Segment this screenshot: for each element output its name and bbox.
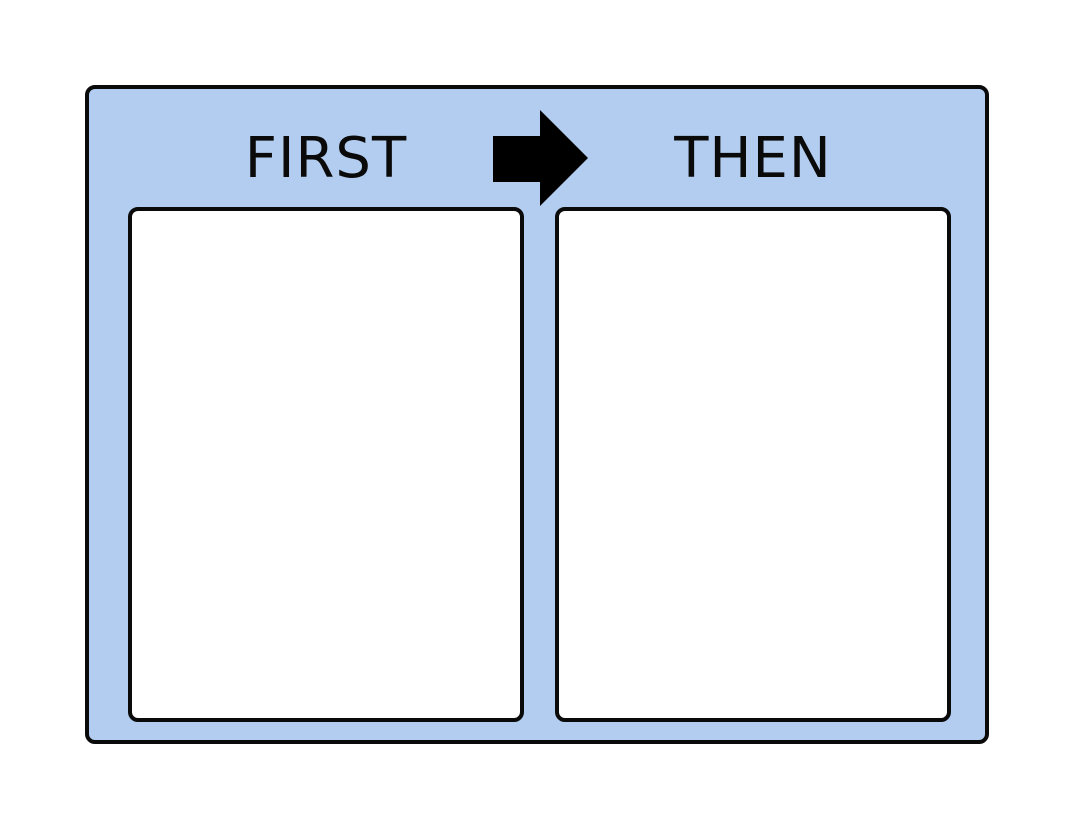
right-arrow-icon	[493, 110, 588, 206]
then-panel[interactable]	[555, 207, 951, 722]
then-heading: THEN	[674, 126, 832, 191]
first-panel[interactable]	[128, 207, 524, 722]
first-heading: FIRST	[244, 126, 408, 191]
